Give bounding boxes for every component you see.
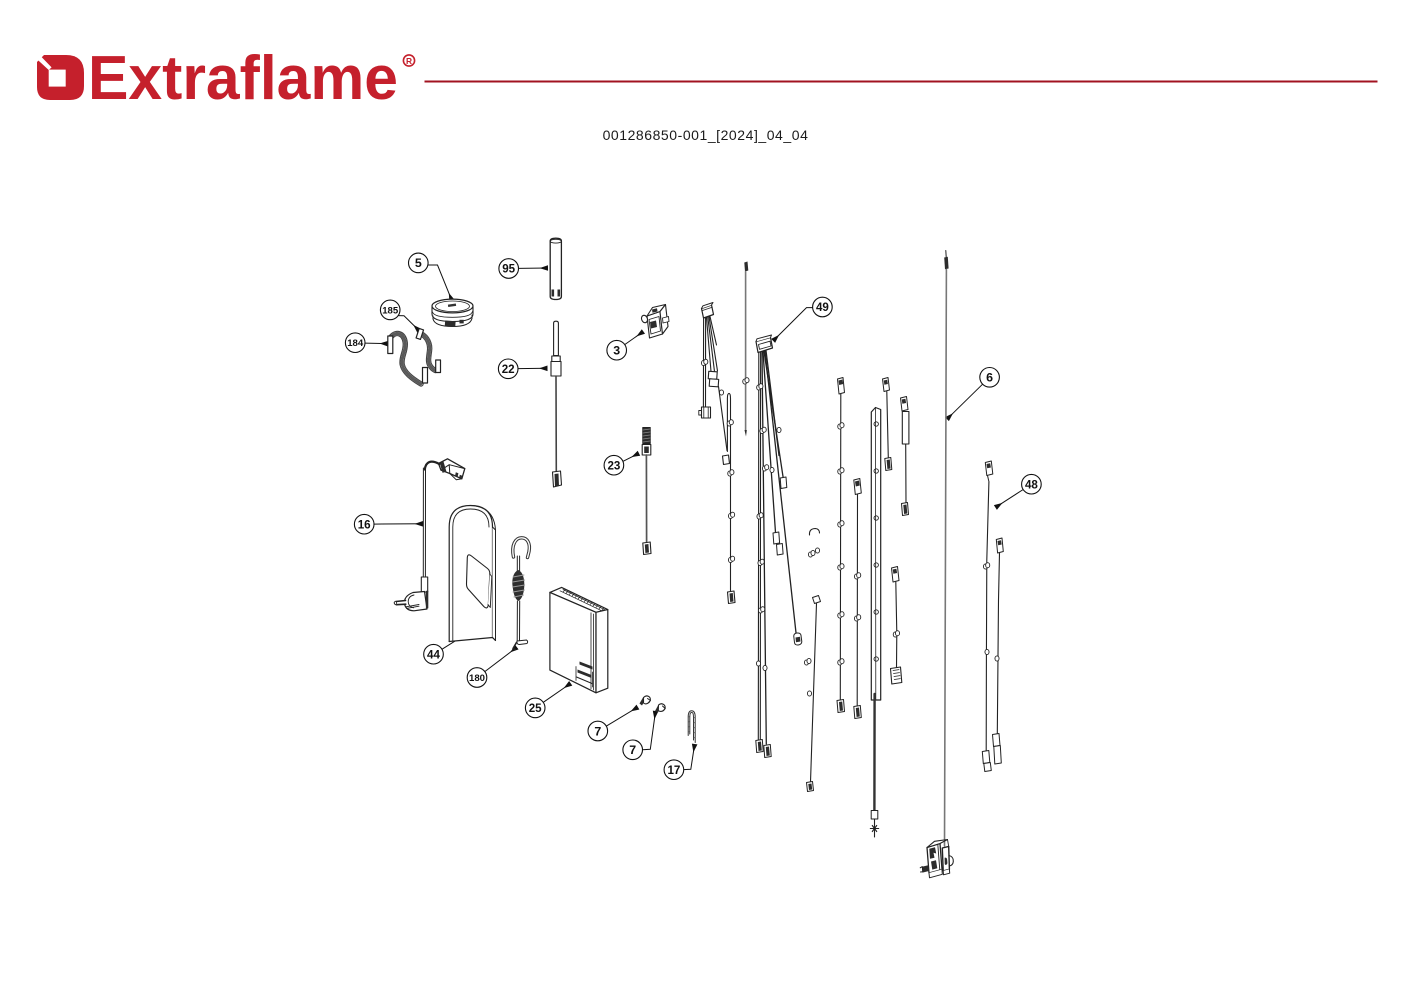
- svg-text:001286850-001_[2024]_04_04: 001286850-001_[2024]_04_04: [603, 127, 809, 143]
- svg-text:185: 185: [382, 305, 399, 316]
- svg-text:3: 3: [613, 344, 620, 358]
- svg-text:23: 23: [607, 459, 620, 472]
- svg-text:184: 184: [347, 338, 364, 349]
- svg-text:49: 49: [816, 301, 829, 314]
- svg-text:48: 48: [1025, 478, 1038, 491]
- svg-text:R: R: [406, 56, 412, 66]
- svg-text:7: 7: [629, 743, 636, 757]
- svg-text:6: 6: [986, 371, 993, 385]
- svg-text:25: 25: [529, 702, 542, 715]
- svg-text:44: 44: [427, 648, 440, 661]
- svg-text:5: 5: [415, 256, 422, 270]
- svg-text:22: 22: [502, 363, 515, 376]
- svg-text:Extraflame: Extraflame: [88, 44, 398, 113]
- svg-text:16: 16: [358, 518, 371, 531]
- svg-text:95: 95: [502, 263, 515, 276]
- svg-text:7: 7: [594, 724, 601, 738]
- svg-text:180: 180: [469, 673, 485, 684]
- svg-text:17: 17: [667, 764, 680, 777]
